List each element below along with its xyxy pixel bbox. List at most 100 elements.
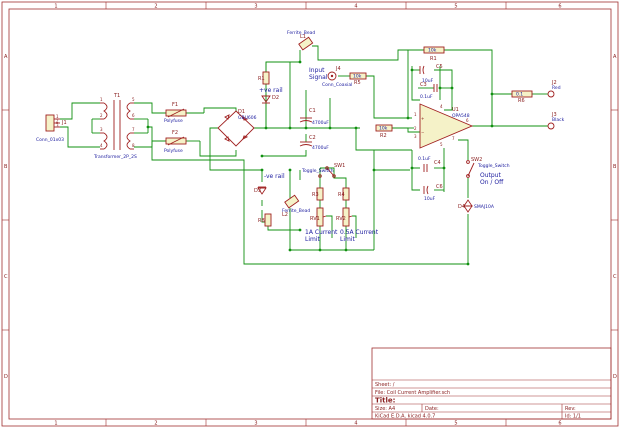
row-label-c: C	[4, 274, 8, 280]
coax-value: Conn_Coaxial	[322, 82, 352, 88]
t1-pin-5: 5	[132, 97, 135, 102]
inner-frame	[8, 8, 612, 420]
c2-value: 4700uF	[312, 145, 329, 151]
r4-resistor: R4	[338, 187, 350, 201]
sw2-ref: SW2	[471, 157, 482, 163]
f1-ref: F1	[172, 102, 178, 108]
j1-pin-3: 3	[56, 123, 59, 128]
col-label-3: 3	[254, 4, 257, 10]
tb-rev: Rev:	[565, 406, 576, 412]
c5-ref: C5	[436, 64, 443, 70]
tb-sheet: Sheet: /	[375, 382, 395, 388]
u1-pin-6: 6	[466, 118, 469, 123]
c1-ref: C1	[309, 108, 316, 114]
j3-ref: J3	[551, 112, 557, 118]
junctions	[146, 60, 494, 266]
c6-ref: C6	[436, 184, 443, 190]
title-block: Sheet: / File: Coil Current Amplifier.sc…	[371, 347, 612, 420]
r1-ref: R1	[258, 76, 265, 82]
c5-value: 10uF	[422, 78, 434, 84]
r5-resistor: R5 10k	[349, 72, 367, 86]
svg-text:+: +	[421, 116, 424, 121]
j1-pin-2: 2	[56, 119, 59, 124]
t1-transformer: 1 2 3 4 5 6 7 8 T1 Transformer_2P_2S	[93, 93, 137, 160]
col-label-5: 5	[454, 4, 457, 10]
c6-capacitor: C6 10uF	[423, 184, 443, 202]
row-label-d: D	[4, 374, 8, 380]
t1-pin-4: 4	[100, 143, 103, 148]
r5-ref: R5	[354, 80, 361, 86]
tb-file: File: Coil Current Amplifier.sch	[375, 390, 450, 396]
sw2-value: Toggle_Switch	[477, 163, 510, 169]
r8-resistor: R8	[258, 213, 272, 227]
c3-ref: C3	[420, 82, 427, 88]
c4-capacitor: 0.1uF C4	[418, 156, 441, 172]
sw1-value: Toggle_Switch	[301, 168, 334, 174]
rf-value: 10k	[428, 48, 437, 54]
j2-value: Red	[552, 85, 561, 91]
c4-ref: C4	[434, 160, 441, 166]
u1-pin-3: 3	[414, 134, 417, 139]
c5-capacitor: C5 10uF	[419, 64, 443, 84]
u1-pin-5: 5	[440, 142, 443, 147]
rv2-ref: RV2	[336, 216, 346, 222]
t1-pin-3: 3	[100, 127, 103, 132]
tb-title: Title:	[375, 397, 396, 405]
r2-resistor: 10k R2	[375, 124, 393, 139]
row-label-a: A	[4, 54, 8, 60]
f1-value: Polyfuse	[164, 118, 183, 124]
l1-ferrite-bead: Ferrite_Bead L1	[287, 30, 315, 51]
col-label-3-bottom: 3	[254, 421, 257, 427]
neg-rail-note: -ve rail	[264, 173, 285, 180]
l2-ferrite-bead: Ferrite_Bead L2	[282, 194, 310, 218]
r2-ref: R2	[380, 133, 387, 139]
col-label-5-bottom: 5	[454, 421, 457, 427]
t1-pin-8: 8	[132, 143, 135, 148]
j2-ref: J2	[551, 80, 557, 86]
d4-ref: D4	[458, 204, 465, 210]
u1-pin-7: 7	[452, 136, 455, 141]
d2-ref: D2	[272, 95, 279, 101]
l1-value: Ferrite_Bead	[287, 30, 315, 36]
row-label-b: B	[4, 164, 8, 170]
grid-labels: 1 2 3 4 5 6 1 2 3 4 5 6 A B C D A B C D	[4, 4, 617, 427]
sw1-ref: SW1	[334, 163, 345, 169]
u1-pin-1: 1	[414, 112, 417, 117]
r6-resistor: 0.1 R6	[511, 90, 533, 104]
t1-value: Transformer_2P_2S	[93, 154, 137, 160]
f1-polyfuse: F1 Polyfuse	[164, 102, 187, 124]
col-label-1: 1	[54, 4, 57, 10]
rv1-ref: RV1	[310, 216, 320, 222]
j3-value: Black	[552, 117, 565, 123]
row-label-d-right: D	[613, 374, 617, 380]
d1-value: GBU606	[238, 115, 257, 121]
c4-value: 0.1uF	[418, 156, 431, 162]
j2-output-red: J2 Red	[547, 80, 561, 98]
d1-bridge-rectifier: D1 GBU606	[217, 109, 257, 147]
col-label-6: 6	[558, 4, 561, 10]
col-label-6-bottom: 6	[558, 421, 561, 427]
c3-capacitor: C3 0.1uF	[420, 82, 438, 100]
col-label-2-bottom: 2	[154, 421, 157, 427]
c6-value: 10uF	[424, 196, 436, 202]
r3-resistor: R3	[312, 187, 324, 201]
r6-value: 0.1	[516, 92, 523, 98]
l1-ref: L1	[300, 34, 306, 40]
r1-resistor: R1	[258, 71, 270, 85]
d3-led: D3 -ve rail	[254, 173, 285, 195]
tb-kicad: KiCad E.D.A. kicad 4.0.7	[375, 414, 435, 420]
f2-polyfuse: F2 Polyfuse	[164, 130, 187, 154]
f2-ref: F2	[172, 130, 178, 136]
t1-pin-6: 6	[132, 113, 135, 118]
col-label-4-bottom: 4	[354, 421, 357, 427]
j1-ref: J1	[61, 120, 67, 126]
